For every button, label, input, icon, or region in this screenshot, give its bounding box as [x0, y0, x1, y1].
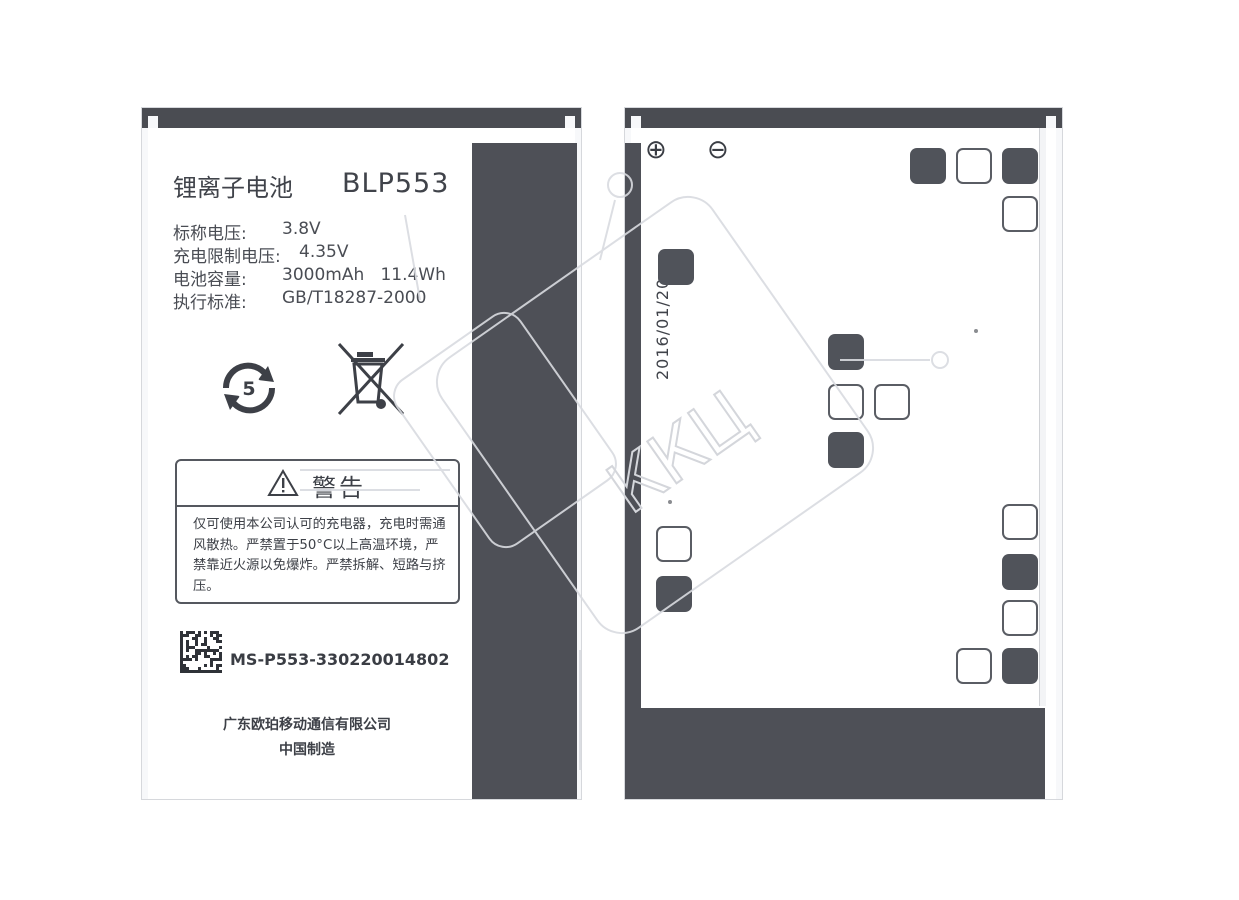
battery-side-edge: [1039, 128, 1046, 706]
contact-square-outline: [656, 526, 692, 562]
contact-square-outline: [956, 148, 992, 184]
contact-square-filled: [1002, 554, 1038, 590]
contact-square-outline: [874, 384, 910, 420]
spec-charge-limit: 充电限制电压: 4.35V: [173, 242, 348, 267]
plus-terminal-icon: ⊕: [645, 135, 667, 165]
spec-nominal-voltage: 标称电压: 3.8V: [173, 219, 321, 244]
battery-front: 锂离子电池 BLP553 标称电压: 3.8V 充电限制电压: 4.35V 电池…: [141, 107, 582, 800]
model-number: BLP553: [342, 168, 450, 199]
battery-top-edge: [142, 108, 581, 128]
contact-square-outline: [1002, 504, 1038, 540]
manufacture-date: 2016/01/20: [653, 277, 672, 380]
warning-triangle-icon: [267, 469, 299, 501]
minus-terminal-icon: ⊖: [707, 135, 729, 165]
battery-dark-strip-bottom: [625, 708, 1045, 799]
contact-square-filled: [1002, 648, 1038, 684]
battery-top-edge: [625, 108, 1062, 128]
contact-square-outline: [1002, 196, 1038, 232]
contact-square-filled: [656, 576, 692, 612]
spec-value: 4.35V: [299, 242, 349, 262]
spec-standard: 执行标准: GB/T18287-2000: [173, 288, 426, 313]
contact-square-outline: [1002, 600, 1038, 636]
spec-label: 充电限制电压:: [173, 247, 281, 267]
spec-value: 3000mAh 11.4Wh: [282, 265, 446, 285]
battery-dark-strip: [472, 143, 577, 799]
battery-dark-strip-left: [625, 143, 641, 799]
speck: [974, 329, 978, 333]
speck: [668, 500, 672, 504]
weee-bin-icon: [331, 340, 409, 420]
warning-header: 警告: [177, 461, 458, 507]
datamatrix-code: [180, 631, 222, 677]
manufacturer: 广东欧珀移动通信有限公司: [223, 717, 391, 733]
serial-number: MS-P553-330220014802: [230, 650, 450, 669]
contact-square-outline: [828, 384, 864, 420]
contact-square-filled: [910, 148, 946, 184]
spec-value: 3.8V: [282, 219, 321, 239]
warning-text: 仅可使用本公司认可的充电器，充电时需通风散热。严禁置于50°C以上高温环境，严禁…: [193, 517, 446, 594]
spec-label: 执行标准:: [173, 293, 247, 313]
made-in: 中国制造: [279, 742, 335, 758]
contact-square-filled: [658, 249, 694, 285]
contact-square-filled: [828, 334, 864, 370]
spec-label: 标称电压:: [173, 224, 247, 244]
contact-square-filled: [828, 432, 864, 468]
warning-box: 警告 仅可使用本公司认可的充电器，充电时需通风散热。严禁置于50°C以上高温环境…: [175, 459, 460, 604]
spec-label: 电池容量:: [173, 270, 247, 290]
contact-square-filled: [1002, 148, 1038, 184]
battery-back: ⊕ ⊖ 2016/01/20: [624, 107, 1063, 800]
eco-badge-number: 5: [242, 378, 255, 400]
chemistry-label: 锂离子电池: [173, 174, 293, 202]
contact-square-outline: [956, 648, 992, 684]
warning-title: 警告: [312, 474, 366, 502]
eco-recycle-icon: 5: [214, 358, 284, 418]
spec-value: GB/T18287-2000: [282, 288, 427, 308]
spec-capacity: 电池容量: 3000mAh 11.4Wh: [173, 265, 446, 290]
